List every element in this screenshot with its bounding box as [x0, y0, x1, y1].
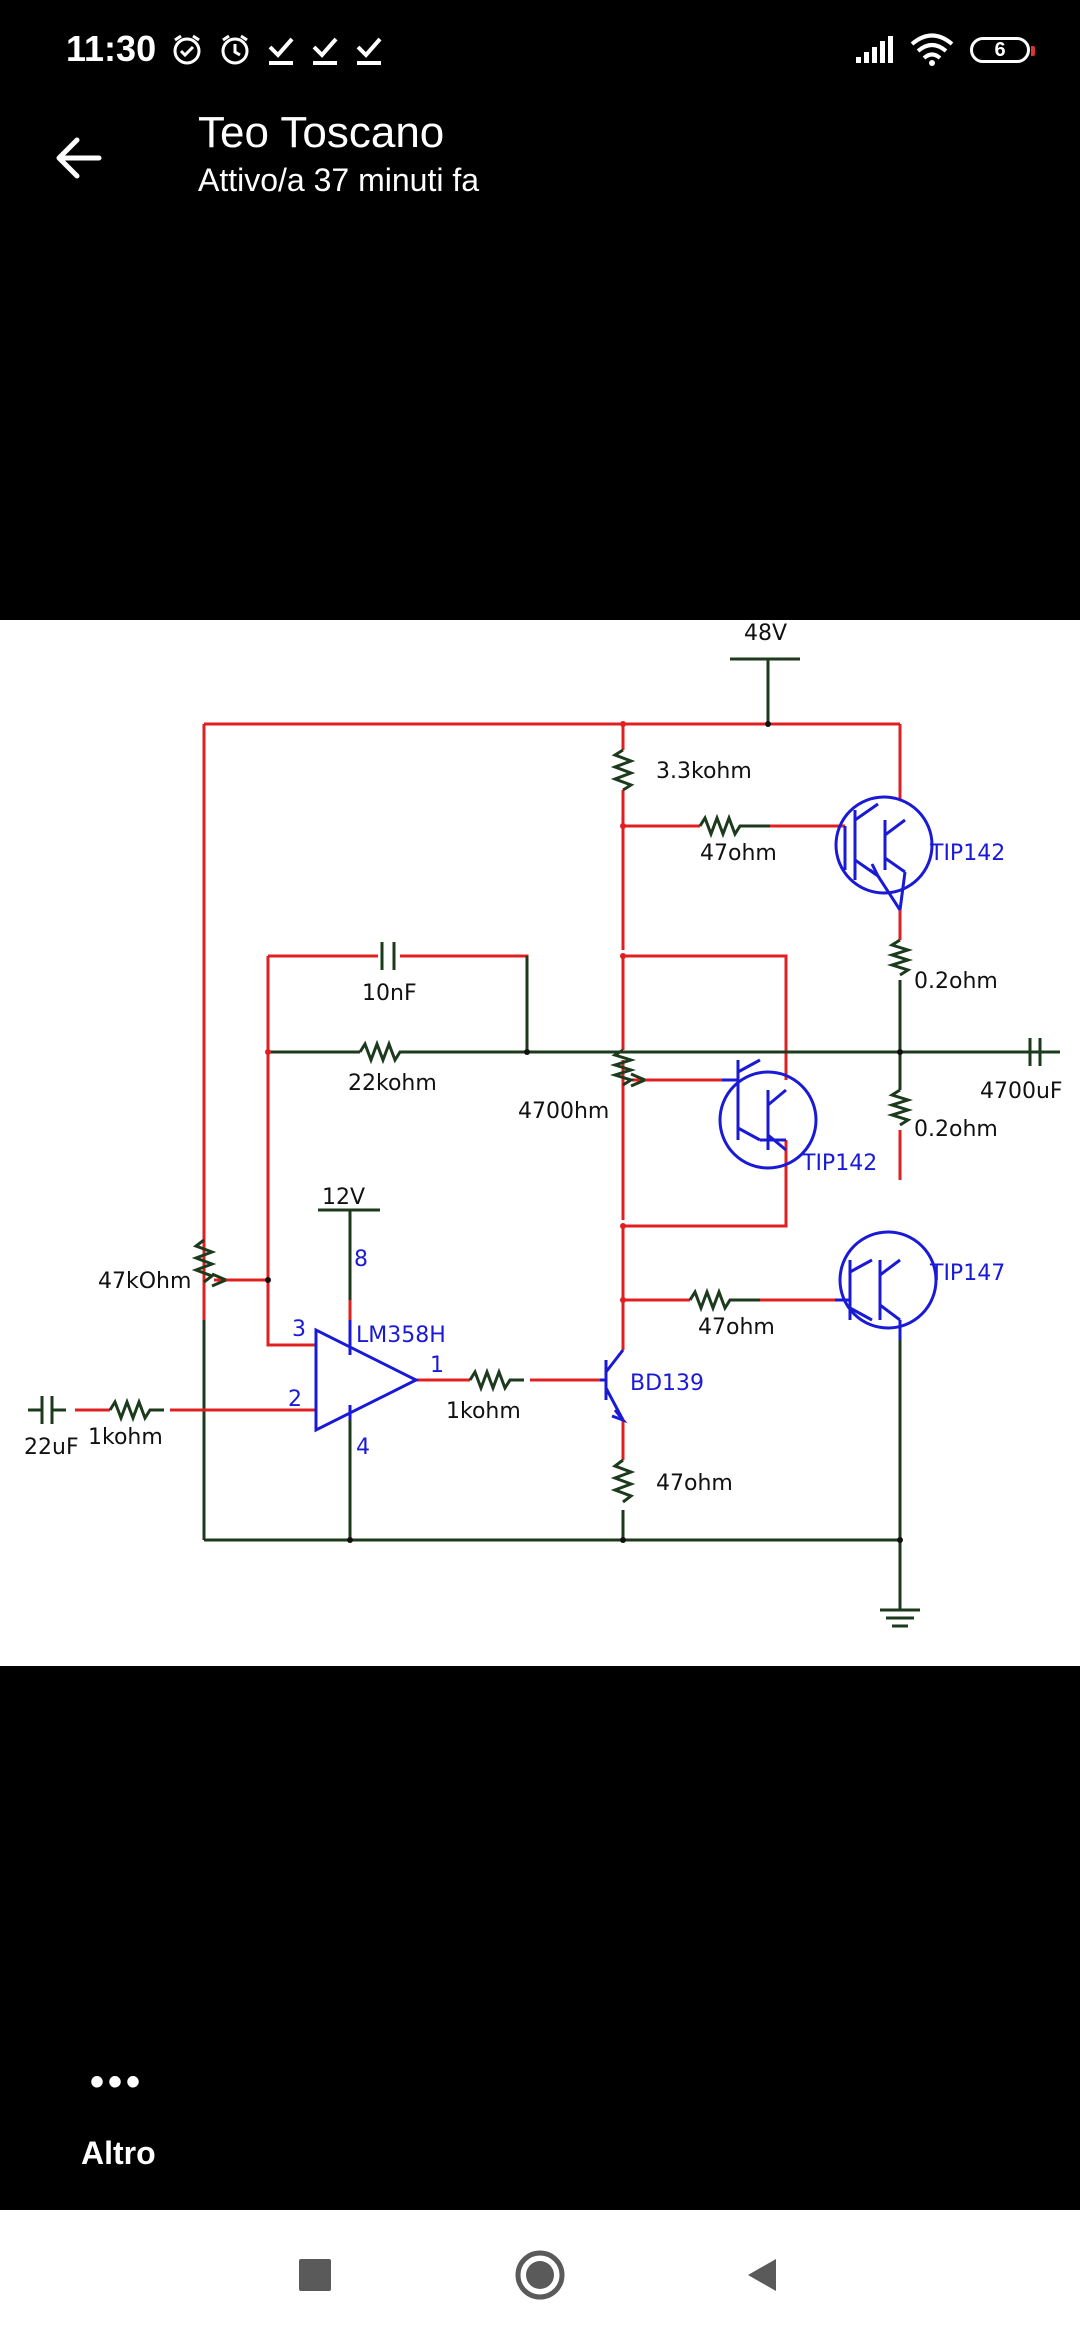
label-q-tip147: TIP147	[929, 1261, 1005, 1286]
label-r-02-bottom: 0.2ohm	[914, 1117, 998, 1142]
label-q-tip142-top: TIP142	[929, 841, 1005, 866]
battery-icon: 6	[970, 37, 1035, 63]
label-r-1k-in: 1kohm	[88, 1425, 163, 1450]
circuit-schematic: 48V 3.3kohm 47ohm TIP142 0.2ohm 10nF 22k…	[24, 621, 1063, 1628]
home-button[interactable]	[500, 2235, 580, 2315]
label-r-22k: 22kohm	[348, 1071, 437, 1096]
label-c-4700uf: 4700uF	[980, 1079, 1063, 1104]
back-button[interactable]	[40, 120, 116, 196]
label-r-3k3: 3.3kohm	[656, 759, 752, 784]
status-time: 11:30	[66, 28, 157, 69]
contact-last-seen: Attivo/a 37 minuti fa	[198, 162, 480, 198]
alarm-check-icon	[173, 34, 201, 65]
square-icon	[299, 2259, 331, 2291]
download-done-icon	[268, 37, 294, 65]
label-c-10nf: 10nF	[362, 981, 417, 1006]
download-done-icon	[312, 37, 338, 65]
triangle-back-icon	[748, 2259, 776, 2291]
status-bar: 11:30	[0, 0, 1080, 100]
contact-name: Teo Toscano	[198, 108, 445, 157]
label-r-47-bottom: 47ohm	[698, 1315, 775, 1340]
label-q-bd139: BD139	[630, 1371, 704, 1396]
wifi-icon	[910, 33, 954, 66]
viewer-header: Teo Toscano Attivo/a 37 minuti fa	[0, 100, 1080, 210]
label-pin-1: 1	[430, 1353, 444, 1378]
label-c-22uf: 22uF	[24, 1435, 79, 1460]
system-nav-bar	[0, 2210, 1080, 2340]
label-12v: 12V	[322, 1185, 365, 1210]
label-r-47-emitter: 47ohm	[656, 1471, 733, 1496]
more-dots-icon: •••	[90, 2060, 145, 2104]
system-icons: 6	[854, 28, 1035, 72]
download-done-icon	[356, 37, 382, 65]
label-pot-470: 4700hm	[518, 1099, 609, 1124]
label-pin-4: 4	[356, 1435, 370, 1460]
label-pin-8: 8	[354, 1247, 368, 1272]
alarm-icon	[221, 34, 249, 65]
label-pin-3: 3	[292, 1317, 306, 1342]
label-r-1k-out: 1kohm	[446, 1399, 521, 1424]
nav-back-button[interactable]	[722, 2235, 802, 2315]
more-button[interactable]: ••• Altro	[60, 2040, 170, 2200]
label-r-47-top: 47ohm	[700, 841, 777, 866]
arrow-back-icon	[56, 137, 102, 179]
more-label: Altro	[81, 2135, 156, 2171]
label-48v: 48V	[744, 621, 787, 646]
label-r-02-top: 0.2ohm	[914, 969, 998, 994]
recents-button[interactable]	[275, 2235, 355, 2315]
label-opamp: LM358H	[356, 1323, 446, 1348]
circle-home-icon	[515, 2250, 565, 2300]
notification-icons	[170, 28, 384, 72]
label-pot-47k: 47kOhm	[98, 1269, 191, 1294]
signal-icon	[856, 36, 893, 63]
schematic-image[interactable]: 48V 3.3kohm 47ohm TIP142 0.2ohm 10nF 22k…	[0, 620, 1080, 1666]
label-pin-2: 2	[288, 1387, 302, 1412]
label-q-tip142-mid: TIP142	[801, 1151, 877, 1176]
